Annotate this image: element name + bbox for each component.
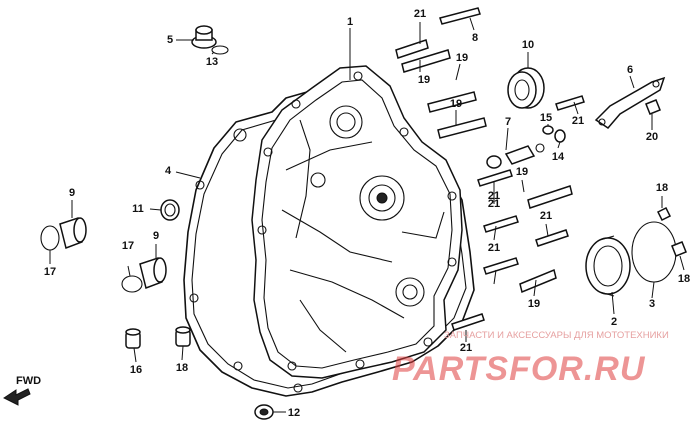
callout-3: 3 — [649, 298, 655, 310]
callout-21-b: 21 — [572, 115, 584, 127]
callouts: 1 2 3 4 5 6 7 8 9 9 10 11 12 13 14 15 16… — [44, 8, 690, 419]
callout-16-right: 18 — [176, 362, 188, 374]
callout-10: 10 — [522, 39, 534, 51]
callout-19-b: 19 — [456, 52, 468, 64]
watermark-logo: PARTSFOR.RU — [392, 350, 646, 388]
callout-11: 11 — [132, 203, 144, 215]
breather-cap — [191, 25, 229, 55]
crankcase-cover — [251, 65, 463, 379]
callout-15: 15 — [540, 112, 552, 124]
callout-16-left: 16 — [130, 364, 142, 376]
dowel-with-oring-lower — [121, 257, 167, 293]
callout-17-upper: 17 — [44, 266, 56, 278]
dowel-with-oring-upper — [40, 217, 87, 251]
washer — [542, 125, 554, 135]
callout-5: 5 — [167, 34, 173, 46]
callout-9-upper: 9 — [69, 187, 75, 199]
bolts — [395, 7, 585, 331]
bolt-20 — [645, 99, 661, 115]
cover-cap — [585, 235, 631, 297]
callout-21-f: 21 — [488, 242, 500, 254]
callout-9-lower: 9 — [153, 230, 159, 242]
dowel-pin-left — [125, 328, 141, 349]
callout-7: 7 — [505, 116, 511, 128]
watermark: ЗАПЧАСТИ И АКСЕССУАРЫ ДЛЯ МОТОТЕХНИКИ PA… — [392, 330, 669, 388]
callout-18-right: 18 — [678, 273, 690, 285]
callout-19-a: 19 — [418, 74, 430, 86]
bolt-18-top — [656, 206, 672, 222]
callout-21-g: 21 — [460, 342, 472, 354]
callout-2: 2 — [611, 316, 617, 328]
watermark-text: ЗАПЧАСТИ И АКСЕССУАРЫ ДЛЯ МОТОТЕХНИКИ — [444, 330, 669, 341]
callout-21-c: 21 — [488, 190, 500, 202]
callout-20: 20 — [646, 131, 658, 143]
callout-13: 13 — [206, 56, 218, 68]
drain-seal — [254, 404, 274, 420]
callout-6: 6 — [627, 64, 633, 76]
callout-1: 1 — [347, 16, 353, 28]
callout-19-d: 19 — [516, 166, 528, 178]
callout-19-c: 19 — [450, 98, 462, 110]
callout-12: 12 — [288, 407, 300, 419]
callout-4: 4 — [165, 165, 172, 177]
sensor-switch — [486, 143, 545, 169]
callout-18-top: 18 — [656, 182, 668, 194]
bolt-small — [554, 129, 566, 143]
callout-14: 14 — [552, 151, 565, 163]
callout-8: 8 — [472, 32, 478, 44]
leader-lines — [49, 17, 685, 413]
oil-seal — [160, 199, 180, 221]
bearing-seal — [507, 67, 545, 109]
bolt-18-right — [671, 241, 687, 257]
cover-gasket — [631, 221, 677, 283]
callout-21-a: 21 — [414, 8, 426, 20]
fwd-label: FWD — [16, 375, 41, 387]
fwd-arrow-icon — [3, 388, 31, 406]
callout-19-e: 19 — [528, 298, 540, 310]
bracket — [594, 76, 666, 129]
callout-21-e: 21 — [540, 210, 552, 222]
dowel-pin-right — [175, 326, 191, 347]
fwd-indicator: FWD — [3, 375, 41, 406]
callout-21-d: 21 — [488, 198, 500, 210]
callout-17-lower: 17 — [122, 240, 134, 252]
